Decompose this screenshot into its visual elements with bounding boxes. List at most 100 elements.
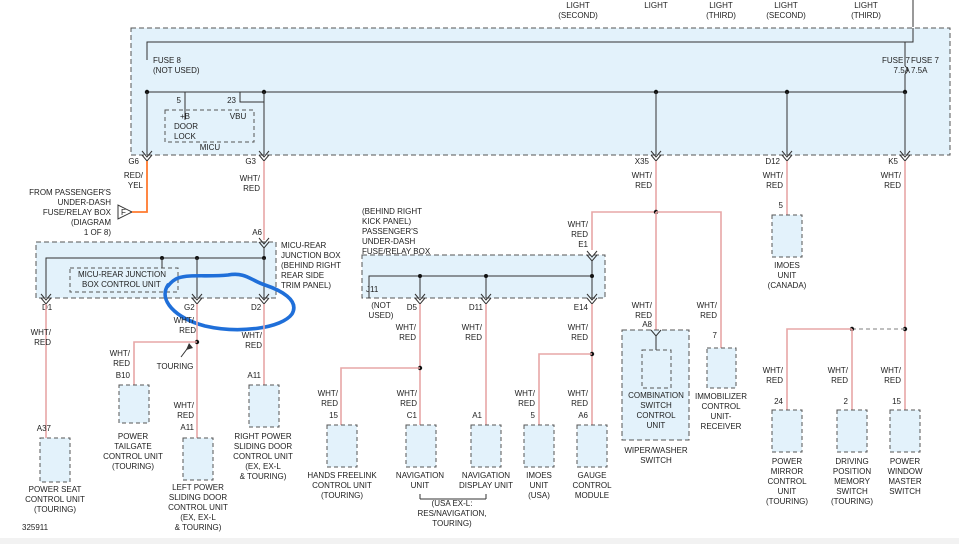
- label-line: UNIT: [778, 271, 797, 280]
- label-line: MASTER: [888, 477, 922, 486]
- combination-switch-unit: [641, 349, 672, 389]
- driving-position-switch: [836, 409, 868, 453]
- micu-box: [164, 109, 255, 143]
- wire-color: RED: [465, 333, 482, 342]
- note-line: UNDER-DASH: [58, 198, 112, 207]
- connector-label: A11: [247, 371, 261, 380]
- label-line: UNIT: [647, 421, 666, 430]
- wire-color: WHT/: [632, 171, 653, 180]
- fuse7-label: FUSE 7: [911, 56, 940, 65]
- touring-arrow: [186, 343, 193, 350]
- wire-color: RED: [34, 338, 51, 347]
- wire-color: WHT/: [763, 171, 784, 180]
- highlight-circle: [163, 272, 296, 332]
- label-line: MIRROR: [771, 467, 804, 476]
- label-line: & TOURING): [240, 472, 287, 481]
- wire-color: WHT/: [31, 328, 52, 337]
- label-line: (EX, EX-L: [180, 513, 216, 522]
- wire-color: WHT/: [632, 301, 653, 310]
- power-mirror-label: POWER MIRROR CONTROL UNIT (TOURING): [766, 457, 808, 506]
- wire-color: RED: [831, 376, 848, 385]
- label-line: SWITCH: [640, 401, 672, 410]
- wire-color: RED: [571, 399, 588, 408]
- pin-label: 5: [177, 96, 182, 105]
- fuse7-symbol: [904, 65, 908, 75]
- connector-label: E1: [578, 240, 588, 249]
- connector-label: A11: [180, 423, 194, 432]
- label-line: NAVIGATION: [462, 471, 510, 480]
- left-sliding-door-unit: [182, 437, 214, 481]
- wire-color: WHT/: [174, 316, 195, 325]
- door-lock-label: DOOR: [174, 122, 198, 131]
- left-sliding-label: LEFT POWER SLIDING DOOR CONTROL UNIT (EX…: [168, 483, 228, 532]
- label-line: POWER: [772, 457, 802, 466]
- gauge-label: GAUGE CONTROL MODULE: [572, 471, 612, 500]
- label-line: HANDS FREELINK: [307, 471, 377, 480]
- connector-symbols: [40, 293, 270, 305]
- wire-color: WHT/: [881, 366, 902, 375]
- navigation-display-label: NAVIGATION DISPLAY UNIT: [459, 471, 513, 490]
- connector-label: D5: [407, 303, 418, 312]
- micu-vbu: VBU: [230, 112, 247, 121]
- wire-color: WHT/: [697, 301, 718, 310]
- connector-label: D12: [765, 157, 780, 166]
- connector-label: 5: [779, 201, 784, 210]
- navigation-unit: [405, 424, 437, 468]
- wire-color: WHT/: [568, 323, 589, 332]
- label-line: CONTROL: [572, 481, 612, 490]
- micu-rear-box-label: MICU-REAR JUNCTION BOX (BEHIND RIGHT REA…: [281, 241, 341, 290]
- note-line: (DIAGRAM: [71, 218, 111, 227]
- label-line: CONTROL UNIT: [312, 481, 372, 490]
- combination-switch-label: COMBINATION SWITCH CONTROL UNIT: [628, 391, 684, 430]
- connector-label: G6: [128, 157, 139, 166]
- connector-label: C1: [407, 411, 418, 420]
- label-line: MEMORY: [834, 477, 871, 486]
- note-line: 1 OF 8): [84, 228, 111, 237]
- label-line: CONTROL UNIT: [233, 452, 293, 461]
- wire-color: RED: [571, 230, 588, 239]
- wire-color: RED: [766, 376, 783, 385]
- junction-dot: [484, 274, 488, 278]
- wire-color: WHT/: [240, 174, 261, 183]
- wire-wht-red: [538, 353, 592, 425]
- label-line: LEFT POWER: [172, 483, 224, 492]
- top-label: (SECOND): [558, 11, 598, 20]
- wire-color: RED: [884, 181, 901, 190]
- top-label: LIGHT: [644, 1, 668, 10]
- connector-label: A6: [252, 228, 262, 237]
- note-line: TRIM PANEL): [281, 281, 331, 290]
- label-line: CONTROL UNIT: [25, 495, 85, 504]
- navigation-display-unit: [470, 424, 502, 468]
- right-sliding-door-unit: [248, 384, 280, 428]
- power-tailgate-unit: [118, 384, 150, 424]
- label-line: SWITCH: [889, 487, 921, 496]
- connector-label: G2: [184, 303, 195, 312]
- bus-line-top: [146, 28, 914, 60]
- top-label: LIGHT: [566, 1, 590, 10]
- wire-color: WHT/: [515, 389, 536, 398]
- wire-wht-red: [591, 161, 657, 250]
- label-line: CONTROL: [701, 402, 741, 411]
- label-line: CONTROL: [636, 411, 676, 420]
- wire-color: RED: [766, 181, 783, 190]
- wire-color: RED: [884, 376, 901, 385]
- connector-label: A8: [642, 320, 652, 329]
- wire-color: RED: [177, 411, 194, 420]
- label-line: (USA EX-L:: [432, 499, 473, 508]
- connector-label: X35: [635, 157, 650, 166]
- label-line: (TOURING): [831, 497, 873, 506]
- label-line: IMOES: [774, 261, 800, 270]
- label-line: (EX, EX-L: [245, 462, 281, 471]
- fuse7-rating: 7.5A: [911, 66, 928, 75]
- connector-label: 24: [774, 397, 783, 406]
- wire-color: WHT/: [568, 389, 589, 398]
- immobilizer-unit: [706, 347, 737, 389]
- wire-color: WHT/: [568, 220, 589, 229]
- wire-wht-red: [786, 328, 852, 410]
- micu-rear-control-box: [69, 267, 179, 293]
- label-line: POWER: [118, 432, 148, 441]
- label-line: CONTROL UNIT: [168, 503, 228, 512]
- label-line: (CANADA): [768, 281, 807, 290]
- micu-rear-control-label: MICU-REAR JUNCTION: [78, 270, 166, 279]
- label-line: POWER: [890, 457, 920, 466]
